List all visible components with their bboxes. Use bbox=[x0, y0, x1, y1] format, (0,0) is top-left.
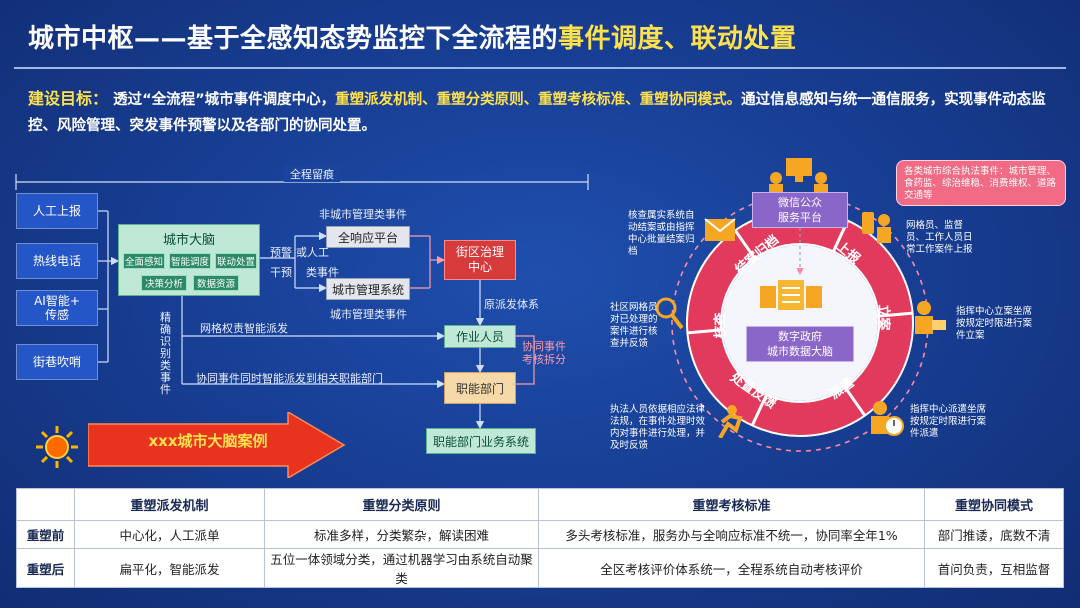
computer-group-icon bbox=[769, 158, 828, 192]
note-file: 指挥中心立案坐席按规定时限进行案件立案 bbox=[956, 306, 1033, 341]
table-cell: 重塑前 bbox=[16, 520, 75, 549]
note-dispatch: 指挥中心派遣坐席按规定时限进行案件派遣 bbox=[910, 404, 987, 439]
source-hotline: 热线电话 bbox=[16, 243, 98, 279]
note-verify: 社区网格员对已处理的案件进行核查并反馈 bbox=[610, 302, 658, 349]
chip-decision: 决策分析 bbox=[141, 275, 187, 291]
table-header: 重塑协同模式 bbox=[924, 488, 1064, 521]
source-whistle: 街巷吹哨 bbox=[16, 344, 98, 380]
label-non-city: 非城市管理类事件 bbox=[319, 208, 407, 221]
table-header: 重塑派发机制 bbox=[74, 488, 265, 521]
label-warn: 预警 bbox=[270, 246, 292, 259]
node-city-system: 城市管理系统 bbox=[326, 278, 410, 300]
mail-icon bbox=[704, 218, 736, 241]
trace-label: 全程留痕 bbox=[284, 166, 340, 182]
node-hotline-platform: 全响应平台 bbox=[326, 226, 410, 248]
phone-person-icon bbox=[862, 212, 891, 243]
table-header: 重塑分类原则 bbox=[264, 488, 539, 521]
source-manual-report: 人工上报 bbox=[16, 193, 98, 229]
label-coord-dispatch: 协同事件同时智能派发到相关职能部门 bbox=[196, 372, 383, 385]
officer-desk-icon bbox=[915, 301, 946, 334]
table-row: 重塑后 扁平化，智能派发 五位一体领域分类，通过机器学习由系统自动聚类 全区考核… bbox=[16, 548, 1064, 588]
table-cell: 扁平化，智能派发 bbox=[74, 548, 265, 588]
page-title-highlight: 事件调度、联动处置 bbox=[558, 24, 797, 54]
title-divider bbox=[14, 67, 1066, 69]
chip-data: 数据资源 bbox=[193, 275, 239, 291]
goal-text-2: 通过信息感知与统一通信服务，实现事件动态监控、风险管理、突发事件预警以及各部门的… bbox=[28, 92, 1046, 134]
event-types-bubble: 各类城市综合执法事件：城市管理、食药监、综治维稳、消费维权、道路交通等 bbox=[896, 160, 1066, 206]
note-feedback: 执法人员依据相应法律法规，在事件处理时效内对事件进行处理，并及时反馈 bbox=[610, 404, 706, 451]
table-header-row: 重塑派发机制 重塑分类原则 重塑考核标准 重塑协同模式 bbox=[16, 488, 1064, 521]
source-ai-sensor: AI智能+ 传感 bbox=[16, 290, 98, 326]
goal-highlight: 重塑派发机制、重塑分类原则、重塑考核标准、重塑协同模式。 bbox=[335, 92, 742, 108]
goal-label: 建设目标： bbox=[28, 89, 109, 108]
table-header bbox=[16, 488, 75, 521]
label-original-system: 原派发体系 bbox=[484, 298, 539, 311]
comparison-table: 重塑派发机制 重塑分类原则 重塑考核标准 重塑协同模式 重塑前 中心化，人工派单… bbox=[16, 488, 1064, 588]
runner-icon bbox=[718, 405, 743, 438]
label-class-event: 类事件 bbox=[306, 266, 339, 279]
city-brain: 城市大脑 全面感知 智能调度 联动处置 决策分析 数据资源 bbox=[118, 224, 260, 296]
table-cell: 多头考核标准，服务办与全响应标准不统一，协同率全年1% bbox=[538, 520, 925, 549]
table-cell: 五位一体领域分类，通过机器学习由系统自动聚类 bbox=[264, 548, 539, 588]
case-banner-text: xxx城市大脑案例 bbox=[148, 432, 268, 450]
city-brain-title: 城市大脑 bbox=[162, 233, 215, 248]
table-cell: 部门推诿，底数不清 bbox=[924, 520, 1064, 549]
table-cell: 重塑后 bbox=[16, 548, 75, 588]
dispatcher-clock-icon bbox=[871, 401, 904, 436]
note-report: 网格员、监督员、工作人员日常工作案件上报 bbox=[906, 220, 973, 255]
table-cell: 标准多样，分类繁杂，解读困难 bbox=[264, 520, 539, 549]
goal-statement: 建设目标： 透过“全流程”城市事件调度中心，重塑派发机制、重塑分类原则、重塑考核… bbox=[28, 86, 1063, 139]
label-coord-split: 协同事件 考核拆分 bbox=[522, 340, 566, 366]
note-archive: 核查属实系统自动结案或由指挥中心批量结案归档 bbox=[628, 210, 695, 257]
wechat-platform-box: 微信公众 服务平台 bbox=[752, 192, 848, 228]
label-grid: 网格权责智能派发 bbox=[200, 322, 288, 335]
chip-linkage: 联动处置 bbox=[215, 253, 257, 269]
label-or-human: 或人工 bbox=[296, 246, 329, 259]
table-cell: 首问负责，互相监督 bbox=[924, 548, 1064, 588]
data-brain-box: 数字政府 城市数据大脑 bbox=[746, 326, 854, 362]
node-street-center: 街区治理 中心 bbox=[444, 240, 516, 280]
chip-dispatch: 智能调度 bbox=[169, 253, 211, 269]
case-banner-arrow bbox=[88, 412, 346, 478]
table-cell: 全区考核评价体系统一，全程系统自动考核评价 bbox=[538, 548, 925, 588]
chip-perception: 全面感知 bbox=[123, 253, 165, 269]
goal-text-1: 透过“全流程”城市事件调度中心， bbox=[113, 92, 336, 108]
segment-file: 立案 bbox=[875, 304, 891, 331]
label-city: 城市管理类事件 bbox=[330, 308, 407, 321]
table-cell: 中心化，人工派单 bbox=[74, 520, 265, 549]
label-intervene: 干预 bbox=[270, 266, 292, 279]
page-title: 城市中枢——基于全感知态势监控下全流程的事件调度、联动处置 bbox=[28, 18, 797, 55]
sun-icon bbox=[36, 426, 78, 468]
table-header: 重塑考核标准 bbox=[538, 488, 925, 521]
node-dept-system: 职能部门业务系统 bbox=[426, 428, 536, 454]
label-precise: 精确识别类事件 bbox=[160, 311, 171, 396]
node-worker: 作业人员 bbox=[444, 325, 516, 348]
inspector-magnifier-icon bbox=[655, 297, 684, 330]
table-row: 重塑前 中心化，人工派单 标准多样，分类繁杂，解读困难 多头考核标准，服务办与全… bbox=[16, 520, 1064, 549]
segment-verify: 核查 bbox=[713, 312, 729, 339]
page-title-main: 城市中枢——基于全感知态势监控下全流程的 bbox=[28, 24, 559, 54]
node-department: 职能部门 bbox=[444, 372, 516, 404]
